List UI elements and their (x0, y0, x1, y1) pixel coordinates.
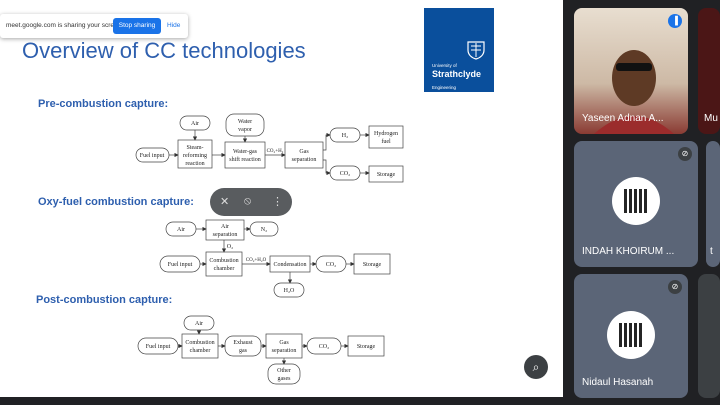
participant-tile-yaseen[interactable]: ▐ Yaseen Adnan A... (574, 8, 688, 134)
pre-shift-1: Water-gas (233, 149, 258, 155)
participant-tile-mu[interactable]: Mu (698, 8, 720, 134)
section-post-combustion: Post-combustion capture: (36, 294, 173, 306)
post-fuel-input: Fuel input (146, 344, 171, 350)
hide-share-bar-button[interactable]: Hide (167, 22, 181, 29)
presented-slide: meet.google.com is sharing your screen. … (0, 0, 563, 397)
slide-title: Overview of CC technologies (22, 38, 306, 63)
pre-water-2: vapor (238, 127, 252, 133)
qr-avatar (607, 311, 655, 359)
pre-steam-1: Steam- (187, 145, 204, 151)
more-options-icon[interactable]: ⋮ (272, 196, 283, 208)
pre-air: Air (191, 121, 199, 127)
post-sep-2: separation (272, 348, 297, 354)
post-exhaust-1: Exhaust (233, 340, 253, 346)
mute-off-icon[interactable]: ⦸ (244, 195, 252, 207)
oxy-fuel-input: Fuel input (168, 262, 193, 268)
section-oxy-fuel: Oxy-fuel combustion capture: (38, 196, 194, 208)
participant-name: Nidaul Hasanah (582, 377, 654, 388)
oxy-comb-1: Combustion (209, 258, 238, 264)
slide-hover-controls: ✕ ⦸ ⋮ (210, 188, 292, 216)
participant-name: t (710, 246, 713, 257)
crest-icon (467, 41, 485, 60)
logo-line-1: University of (432, 63, 457, 68)
oxy-air-sep-1: Air (221, 224, 229, 230)
participant-name: INDAH KHOIRUM ... (582, 246, 675, 257)
oxy-comb-2: chamber (214, 266, 235, 272)
pre-co2: CO₂ (340, 171, 350, 177)
oxy-n2: N₂ (261, 227, 267, 233)
post-storage: Storage (357, 344, 376, 350)
share-message: meet.google.com is sharing your screen. (6, 22, 124, 29)
university-logo: University of Strathclyde Engineering (424, 8, 494, 92)
post-comb-2: chamber (190, 348, 211, 354)
pin-off-icon[interactable]: ✕ (220, 196, 230, 208)
pre-water-1: Water (238, 119, 252, 125)
participant-avatar (594, 50, 674, 134)
oxy-h2o: H₂O (284, 288, 295, 294)
pre-hydrogen-2: fuel (381, 138, 391, 145)
oxy-o2: O₂ (227, 244, 233, 250)
pre-steam-2: reforming (183, 152, 207, 159)
oxy-co2: CO₂ (326, 262, 336, 268)
pre-storage: Storage (377, 172, 396, 178)
post-exhaust-2: gas (239, 348, 248, 354)
participant-video (574, 8, 688, 134)
pre-sep-2: separation (292, 157, 317, 163)
post-co2: CO₂ (319, 344, 329, 350)
oxy-air-sep-2: separation (213, 232, 238, 238)
participant-tile-indah[interactable]: ⊘ INDAH KHOIRUM ... (574, 141, 698, 267)
post-air: Air (195, 321, 203, 327)
post-sep-1: Gas (279, 340, 289, 346)
logo-line-3: Engineering (432, 85, 457, 90)
oxy-storage: Storage (363, 262, 382, 268)
post-other-2: gases (278, 376, 292, 382)
pre-h2: H₂ (342, 133, 348, 139)
zoom-icon[interactable]: ⌕ (524, 355, 548, 379)
screen-share-bar: meet.google.com is sharing your screen. … (0, 14, 188, 38)
stop-sharing-button[interactable]: Stop sharing (113, 18, 161, 34)
mic-off-icon: ⊘ (668, 280, 682, 294)
pre-sep-1: Gas (299, 149, 309, 155)
pre-hydrogen-1: Hydrogen (374, 131, 398, 137)
oxy-condensation: Condensation (274, 262, 307, 268)
pre-fuel-input: Fuel input (140, 153, 165, 159)
participant-tile-nidaul[interactable]: ⊘ Nidaul Hasanah (574, 274, 688, 398)
pre-steam-3: reaction (185, 161, 204, 167)
participant-tile-t[interactable]: t (706, 141, 720, 267)
pre-shift-2: shift reaction (229, 156, 261, 163)
logo-line-2: Strathclyde (432, 69, 482, 79)
section-pre-combustion: Pre-combustion capture: (38, 98, 169, 110)
audio-active-icon: ▐ (668, 14, 682, 28)
participant-name: Yaseen Adnan A... (582, 113, 664, 124)
participant-tile-partial[interactable] (698, 274, 720, 398)
participant-name: Mu (704, 113, 718, 124)
qr-avatar (612, 177, 660, 225)
oxy-co2h2o: CO₂+H₂O (246, 258, 267, 263)
post-other-1: Other (277, 368, 291, 374)
oxy-air: Air (177, 227, 185, 233)
process-flow-diagrams: Fuel input Air Steam- reforming reaction… (135, 113, 404, 385)
mic-off-icon: ⊘ (678, 147, 692, 161)
post-comb-1: Combustion (185, 340, 214, 346)
pre-co2h2: CO₂+H₂ (267, 149, 284, 154)
